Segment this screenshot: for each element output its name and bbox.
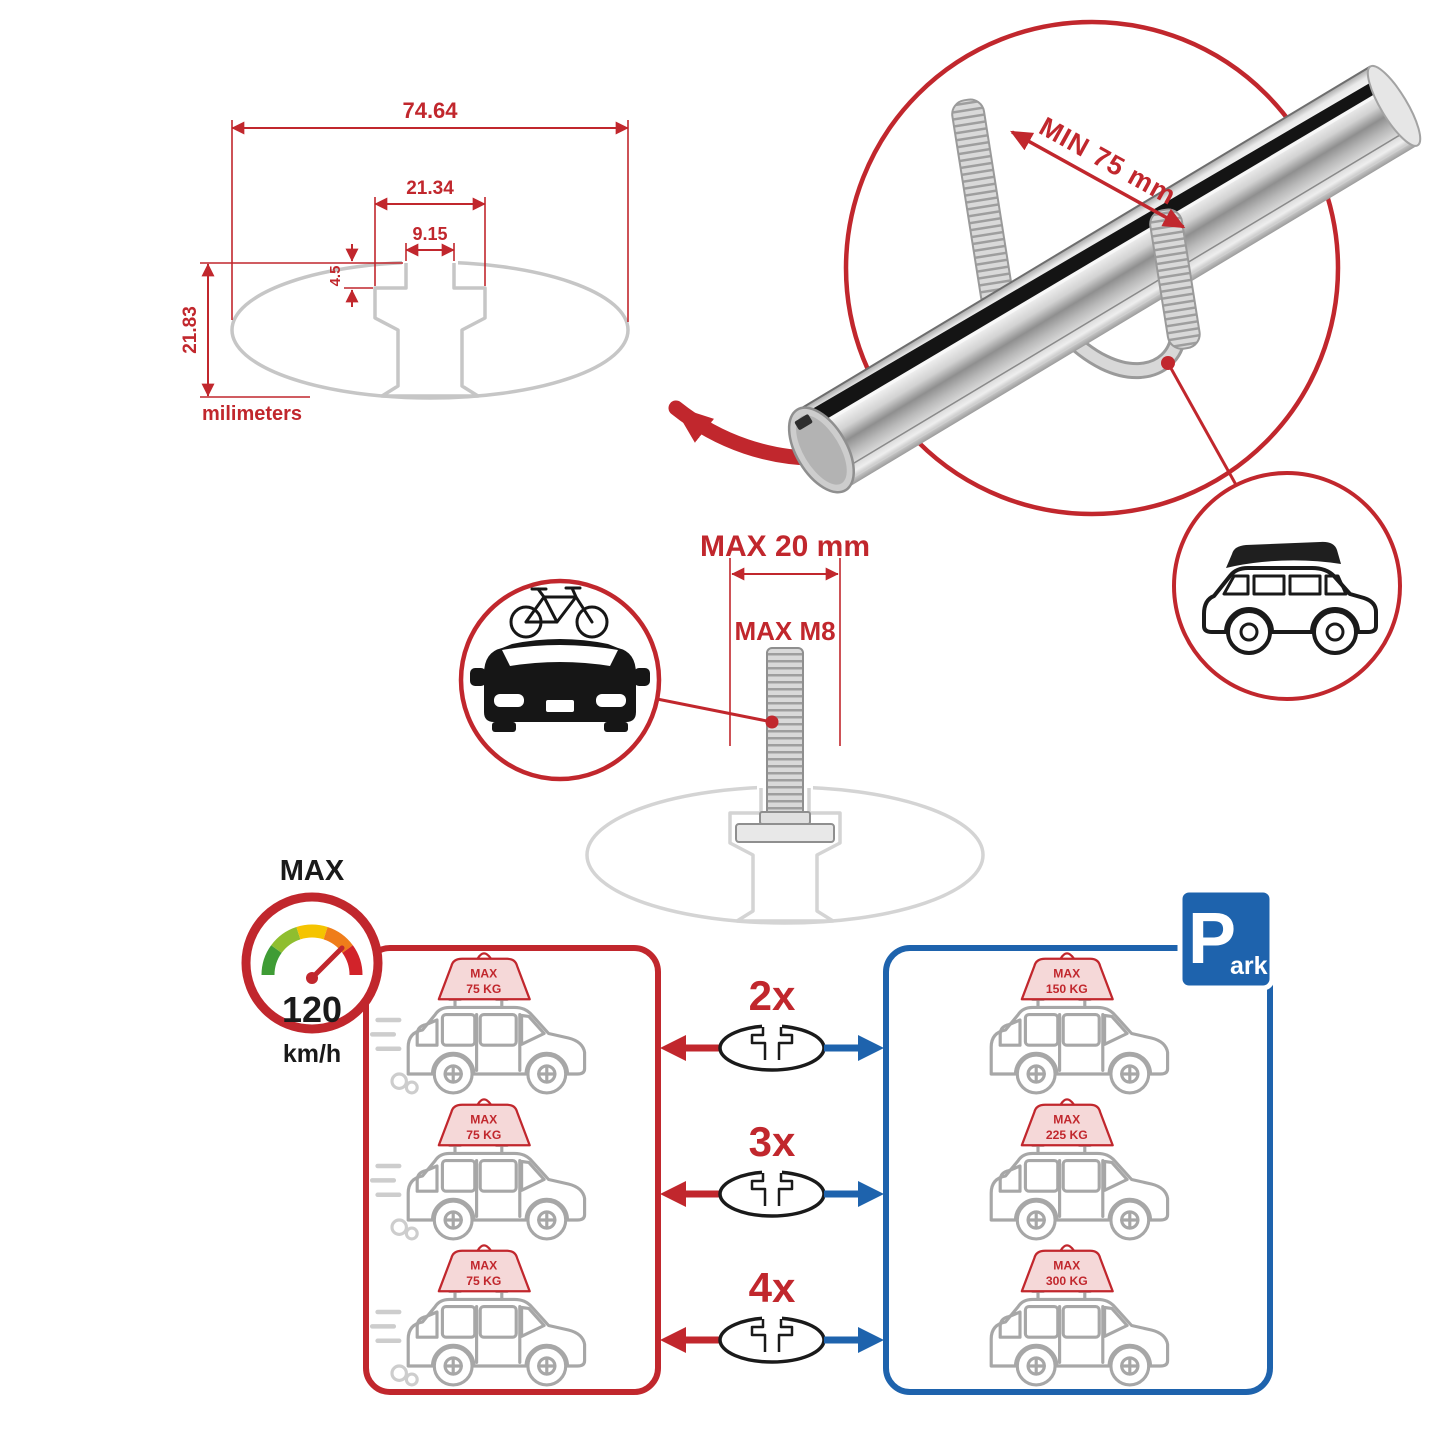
arrow-right-blue-icon (858, 1327, 884, 1353)
park-sign-ark: ark (1230, 952, 1268, 980)
car-bike-badge (458, 578, 662, 782)
count-row-3: 4x (660, 1264, 884, 1364)
dim-slot-width: 9.15 (405, 224, 455, 261)
motion-lines (369, 1163, 402, 1198)
bag-weight-label: 300 KG (1046, 1274, 1088, 1288)
bag-weight-label: 225 KG (1046, 1128, 1088, 1142)
arrow-right-blue-icon (858, 1181, 884, 1207)
bolt-width-label: MAX 20 mm (700, 530, 870, 563)
park-sign-p: P (1188, 899, 1236, 979)
bolt-dimension: MAX 20 mm MAX M8 (700, 530, 870, 746)
dim-slot-depth-label: 4.5 (327, 266, 344, 287)
count-label: 2x (749, 972, 796, 1019)
crossbar-section-icon (718, 1313, 826, 1364)
count-label: 4x (749, 1264, 796, 1311)
drive-car-row-1: MAX 75 KG (369, 952, 587, 1095)
aluminum-crossbar (787, 64, 1422, 494)
gauge-needle (309, 945, 345, 981)
leader-line-suv (1166, 362, 1242, 493)
dim-channel-width: 21.34 (374, 178, 486, 286)
car-front-icon (470, 639, 650, 732)
bag-max-label: MAX (470, 1113, 497, 1127)
bolt-pointer-dot (765, 715, 779, 729)
park-car-row-3: MAX 300 KG (989, 1244, 1170, 1387)
leader-line-bike (656, 697, 773, 724)
exhaust-icon (390, 1218, 408, 1236)
exhaust-icon (390, 1072, 408, 1090)
bag-weight-label: 75 KG (466, 1274, 501, 1288)
speedometer: MAX 120 km/h (241, 855, 383, 1068)
drive-car-row-2: MAX 75 KG (369, 1098, 587, 1241)
bag-weight-label: 75 KG (466, 1128, 501, 1142)
bag-max-label: MAX (470, 1259, 497, 1273)
bag-max-label: MAX (1053, 1113, 1080, 1127)
dim-total-width-label: 74.64 (402, 98, 458, 123)
bolt-thread-label: MAX M8 (734, 616, 835, 646)
arrow-left-red-icon (660, 1327, 686, 1353)
park-car-row-2: MAX 225 KG (989, 1098, 1170, 1241)
gauge-arc (261, 924, 363, 976)
dim-channel-width-label: 21.34 (406, 178, 454, 199)
motion-lines (369, 1309, 402, 1344)
clamp-strap-icon (1053, 321, 1187, 379)
park-car-row-1: MAX 150 KG (989, 952, 1170, 1095)
dim-total-height-label: 21.83 (180, 306, 201, 354)
speed-value: 120 (282, 989, 342, 1030)
speed-unit: km/h (283, 1040, 341, 1068)
arrow-left-red-icon (660, 1035, 686, 1061)
dim-slot-depth: 4.5 (200, 244, 403, 307)
units-label: milimeters (202, 403, 302, 425)
bag-max-label: MAX (470, 967, 497, 981)
bolt-diagram: MAX 20 mm MAX M8 (458, 530, 985, 925)
arrow-right-blue-icon (858, 1035, 884, 1061)
suv-roofbox-badge (1172, 471, 1402, 701)
exhaust-icon (390, 1364, 408, 1382)
count-row-1: 2x (660, 972, 884, 1072)
speed-max-label: MAX (280, 855, 345, 887)
crossbar-profile-drawing (230, 254, 630, 400)
bag-max-label: MAX (1053, 967, 1080, 981)
motion-lines (369, 1017, 402, 1052)
arrow-left-red-icon (660, 1181, 686, 1207)
count-row-2: 3x (660, 1118, 884, 1218)
dim-total-height: 21.83 (180, 263, 310, 398)
dim-slot-width-label: 9.15 (412, 224, 447, 244)
park-sign-plate (1177, 887, 1275, 991)
park-sign: P ark (1177, 887, 1275, 991)
bike-icon (509, 586, 609, 639)
bag-weight-label: 150 KG (1046, 982, 1088, 996)
t-bolt-icon (735, 647, 835, 843)
speedometer-icon (241, 892, 383, 1034)
cross-section-diagram: 74.64 21.34 9.15 4.5 21.83 milimeters (180, 98, 842, 466)
count-label: 3x (749, 1118, 796, 1165)
drive-car-row-3: MAX 75 KG (369, 1244, 587, 1387)
bag-max-label: MAX (1053, 1259, 1080, 1273)
suv-roofbox-icon (1202, 541, 1378, 655)
crossbar-section-icon (718, 1021, 826, 1072)
crossbar-section-icon (718, 1167, 826, 1218)
bag-weight-label: 75 KG (466, 982, 501, 996)
dim-total-width: 74.64 (231, 98, 629, 322)
crossbar-render: MIN 75 mm (787, 19, 1422, 701)
load-comparison: MAX 120 km/h P ark (241, 855, 1275, 1395)
